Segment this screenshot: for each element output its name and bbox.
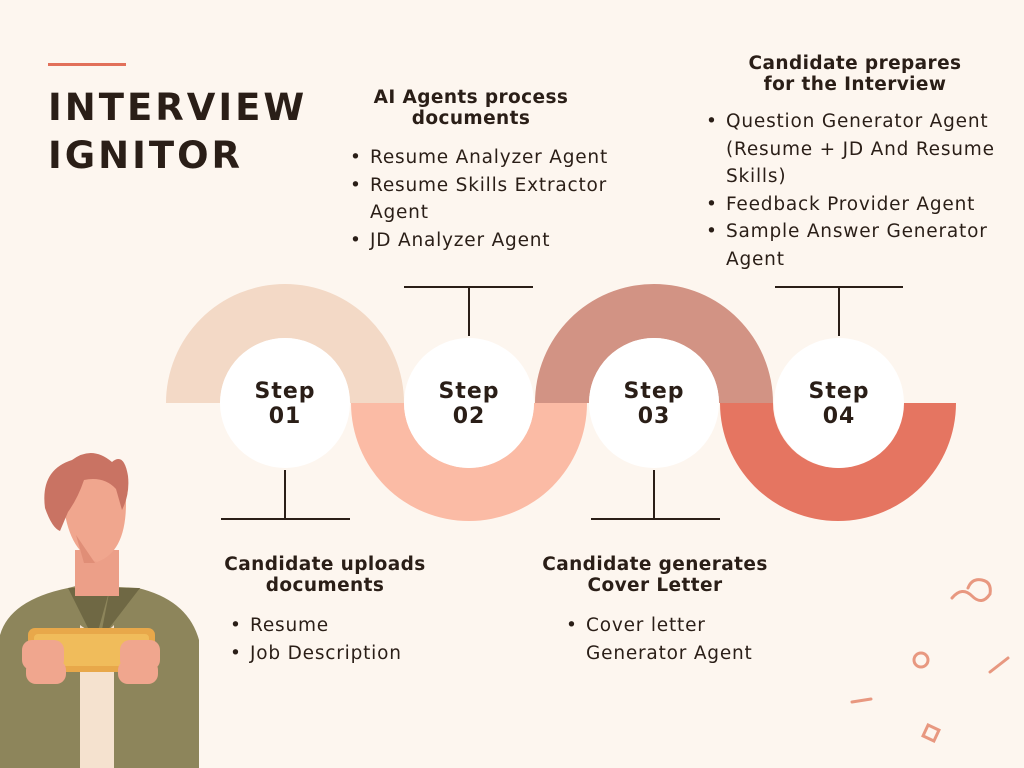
step-01-heading: Candidate uploads documents — [195, 554, 455, 596]
list-item: Resume Analyzer Agent — [348, 144, 623, 172]
list-item: Resume Skills Extractor Agent — [348, 172, 623, 227]
connector-step-01 — [221, 470, 350, 520]
title-line-2: IGNITOR — [48, 134, 244, 177]
step-04-list: Question Generator Agent (Resume + JD An… — [704, 108, 1004, 273]
ring-decoration — [912, 651, 930, 669]
arc-step-04 — [720, 403, 956, 521]
list-item: Resume — [228, 612, 458, 640]
list-item: Cover letter Generator Agent — [564, 612, 769, 667]
connector-step-03 — [591, 470, 720, 520]
connector-step-04 — [775, 286, 903, 336]
step-02-label: Step — [438, 379, 499, 404]
arc-step-02 — [351, 403, 587, 521]
connector-step-02 — [404, 286, 533, 336]
step-02-circle — [404, 338, 534, 468]
list-item: Question Generator Agent (Resume + JD An… — [704, 108, 1004, 191]
step-04-heading-line-1: Candidate prepares — [748, 53, 962, 74]
list-item: Feedback Provider Agent — [704, 191, 1004, 219]
arc-step-03 — [535, 284, 773, 403]
step-01-circle — [220, 338, 350, 468]
step-04-heading-line-2: for the Interview — [763, 74, 947, 95]
list-item: Sample Answer Generator Agent — [704, 218, 1004, 273]
page-title: INTERVIEW IGNITOR — [48, 84, 307, 180]
list-item: Job Description — [228, 640, 458, 668]
squiggle-decoration — [950, 578, 992, 602]
step-04-circle — [774, 338, 904, 468]
list-item: JD Analyzer Agent — [348, 227, 623, 255]
step-02-heading: AI Agents process documents — [346, 87, 596, 129]
step-01-number: 01 — [269, 404, 302, 429]
step-03-heading-line-1: Candidate generates — [542, 554, 768, 575]
dash-decoration — [850, 656, 1010, 704]
step-03-circle — [589, 338, 719, 468]
step-03-list: Cover letter Generator Agent — [564, 612, 769, 667]
square-decoration — [921, 723, 941, 743]
step-03-number: 03 — [638, 404, 671, 429]
step-01-label: Step — [254, 379, 315, 404]
step-03-heading-line-2: Cover Letter — [587, 575, 723, 596]
step-01-heading-line-2: documents — [265, 575, 385, 596]
step-04-heading: Candidate prepares for the Interview — [715, 53, 995, 95]
step-04-number: 04 — [823, 404, 856, 429]
step-01-list: Resume Job Description — [228, 612, 458, 667]
step-04-label: Step — [808, 379, 869, 404]
step-02-list: Resume Analyzer Agent Resume Skills Extr… — [348, 144, 623, 254]
step-02-number: 02 — [453, 404, 486, 429]
title-line-1: INTERVIEW — [48, 86, 308, 129]
title-accent-line — [48, 63, 126, 66]
step-02-heading-line-2: documents — [411, 108, 531, 129]
step-03-heading: Candidate generates Cover Letter — [525, 554, 785, 596]
person-holding-phone-illustration — [0, 452, 199, 768]
step-02-heading-line-1: AI Agents process — [373, 87, 569, 108]
arc-step-01 — [166, 284, 404, 403]
step-03-label: Step — [623, 379, 684, 404]
step-01-heading-line-1: Candidate uploads — [224, 554, 426, 575]
